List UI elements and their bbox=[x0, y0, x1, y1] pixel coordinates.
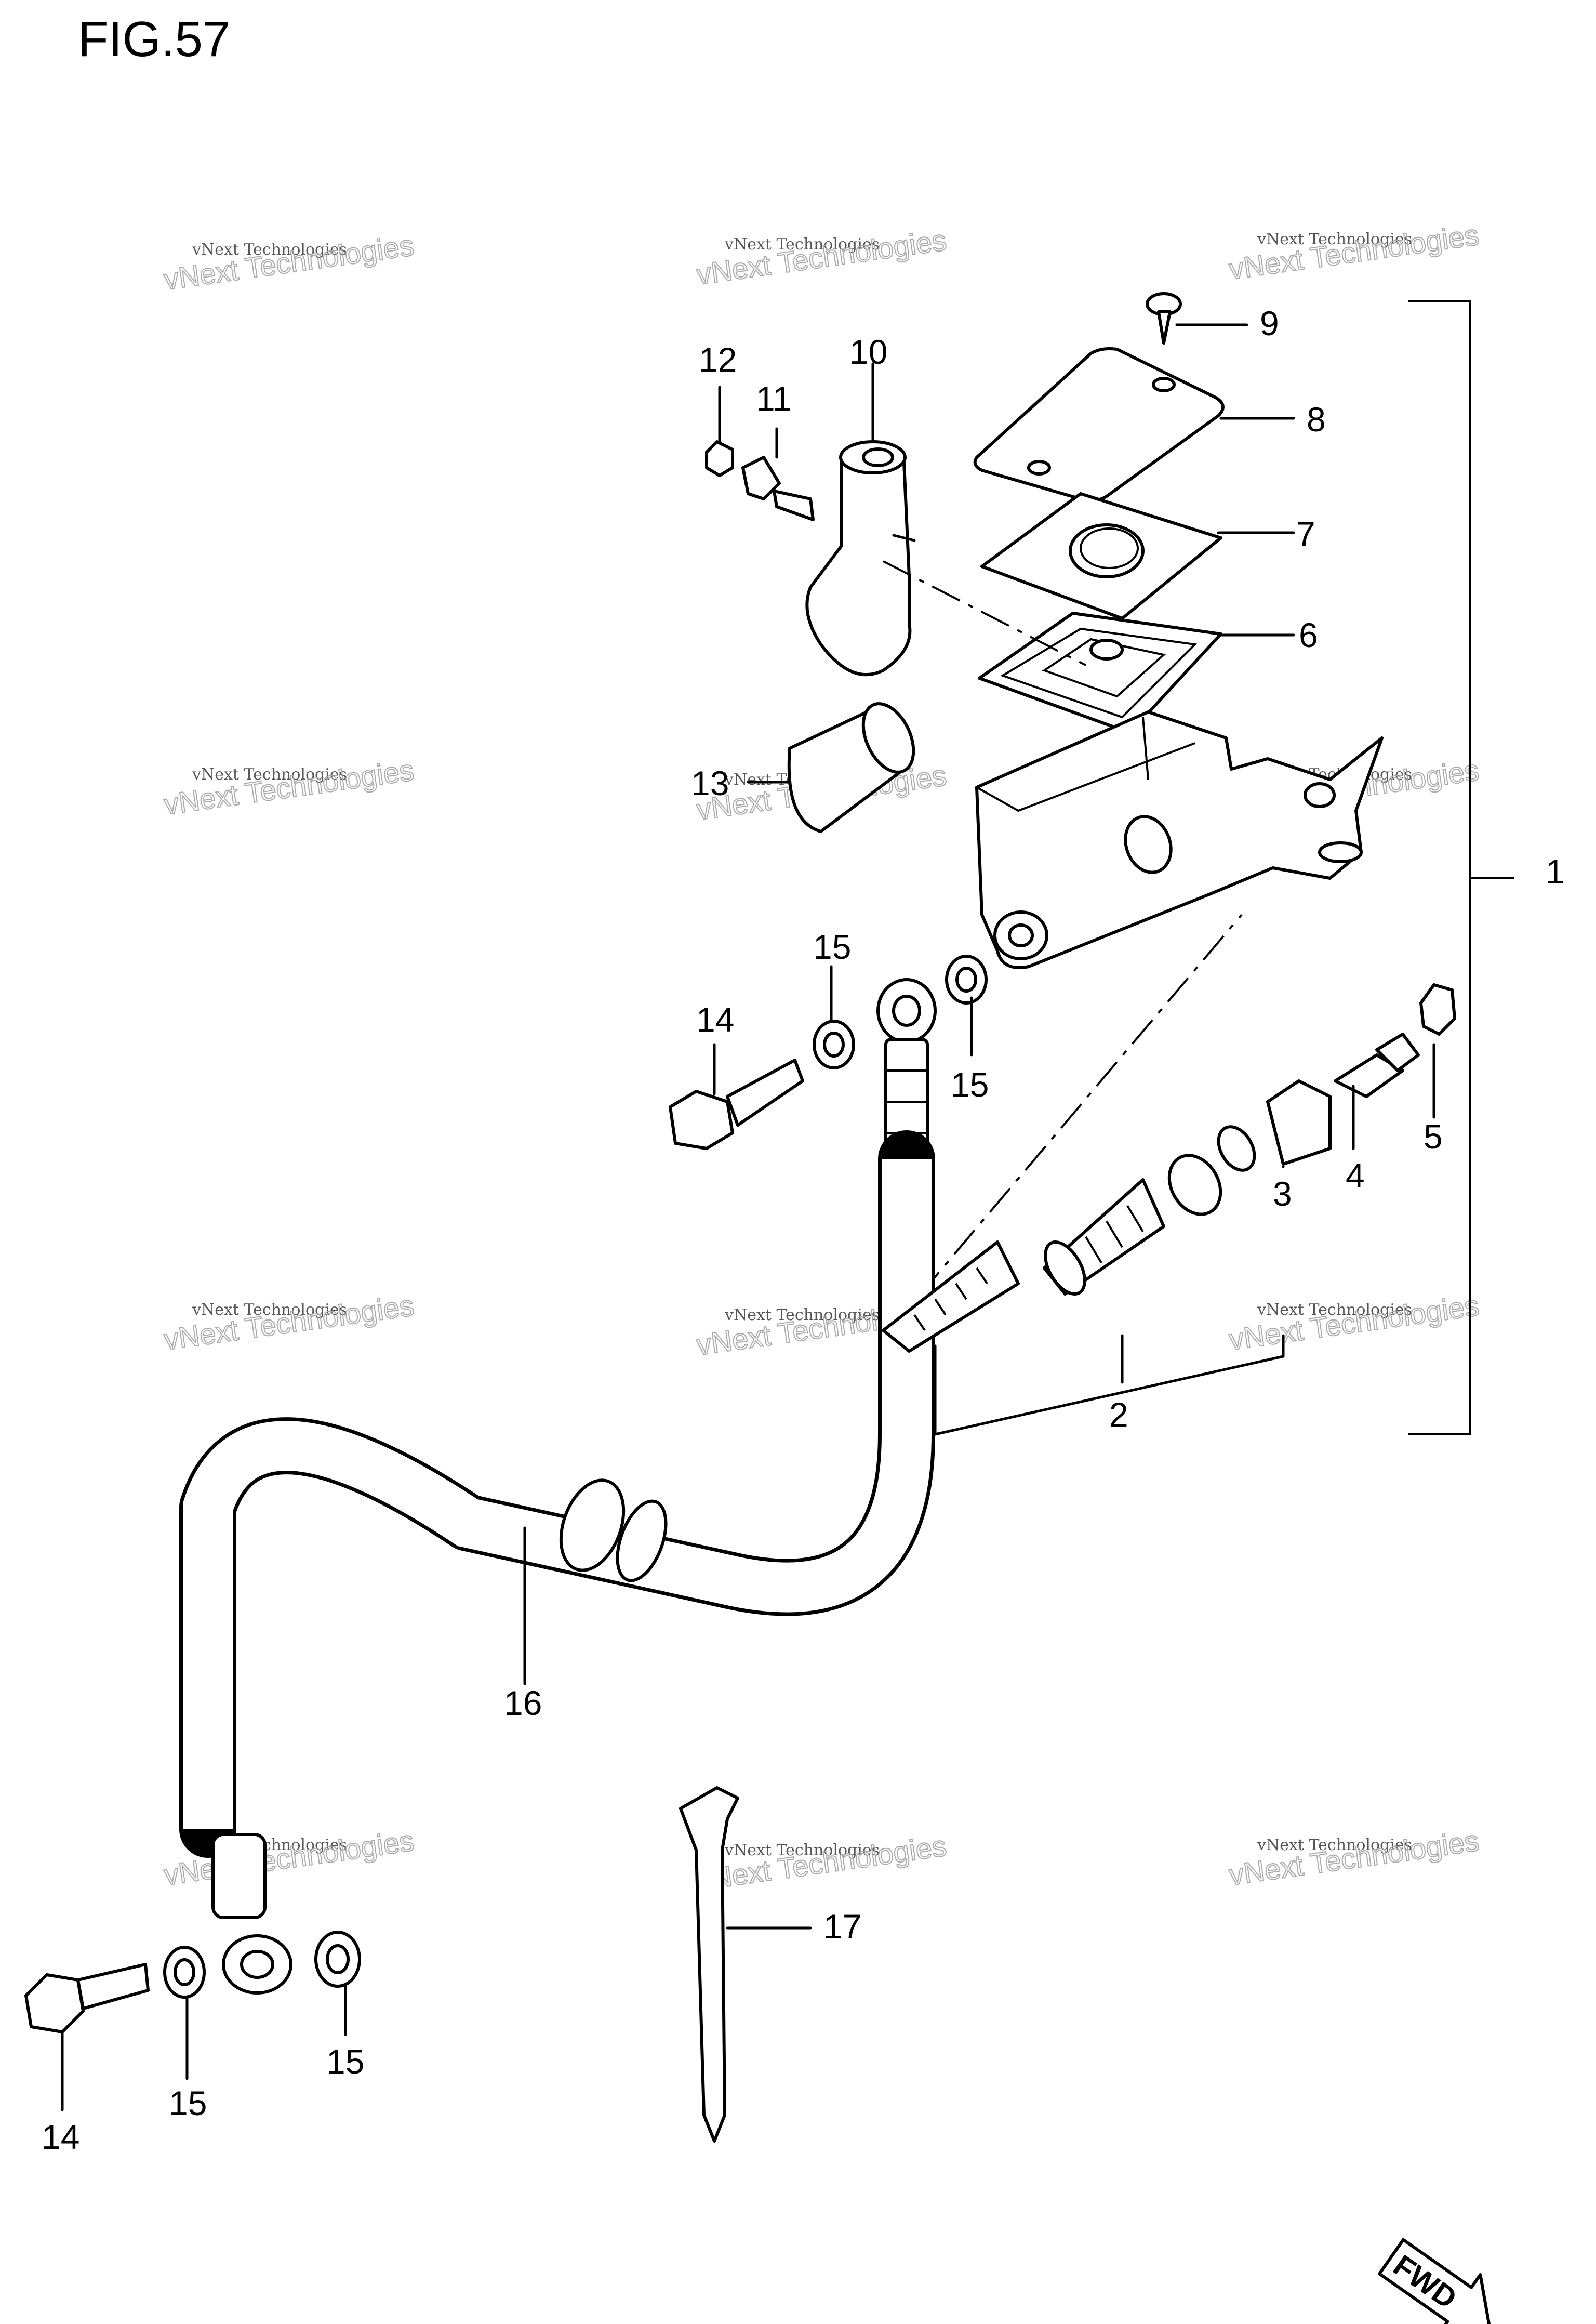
sleeve-part-13 bbox=[747, 702, 915, 833]
watermark: vNext Technologies vNext Technologies bbox=[1227, 1288, 1482, 1357]
svg-text:vNext Technologies: vNext Technologies bbox=[1227, 218, 1481, 286]
svg-text:vNext Technologies: vNext Technologies bbox=[695, 1829, 949, 1897]
svg-text:vNext Technologies: vNext Technologies bbox=[162, 754, 416, 821]
svg-text:vNext Technologies: vNext Technologies bbox=[192, 765, 347, 784]
svg-text:vNext Technologies: vNext Technologies bbox=[192, 1301, 347, 1319]
svg-text:vNext Technologies: vNext Technologies bbox=[1257, 1301, 1412, 1319]
svg-text:vNext Technologies: vNext Technologies bbox=[1227, 1289, 1481, 1356]
watermark: vNext Technologies vNext Technologies bbox=[162, 753, 417, 822]
fwd-direction-badge: FWD bbox=[1378, 2238, 1491, 2324]
callout-14-upper: 14 bbox=[696, 1000, 734, 1039]
screw-part-9 bbox=[1146, 292, 1248, 345]
watermark: vNext Technologies vNext Technologies bbox=[162, 1288, 417, 1357]
callout-6: 6 bbox=[1299, 616, 1318, 654]
svg-text:vNext Technologies: vNext Technologies bbox=[162, 229, 416, 296]
svg-text:vNext Technologies: vNext Technologies bbox=[1257, 1836, 1412, 1854]
bolt-part-11 bbox=[741, 427, 815, 521]
figure-title: FIG.57 bbox=[78, 11, 230, 67]
callout-2: 2 bbox=[1109, 1395, 1128, 1434]
callout-3: 3 bbox=[1273, 1174, 1292, 1213]
union-bolt-part-14 bbox=[669, 1043, 804, 1150]
clamp-holder-part-10 bbox=[805, 362, 916, 677]
watermark: vNext Technologies vNext Technologies bbox=[162, 228, 417, 297]
assembly-bracket bbox=[1408, 300, 1471, 1435]
callout-4: 4 bbox=[1346, 1156, 1365, 1195]
callout-8: 8 bbox=[1307, 400, 1326, 439]
cable-tie-part-17 bbox=[679, 1786, 812, 2143]
union-bolt-part-14 bbox=[24, 1963, 150, 2111]
assembly-centerline bbox=[882, 914, 1243, 1339]
watermark: vNext Technologies vNext Technologies bbox=[694, 223, 949, 292]
callout-15-a: 15 bbox=[813, 928, 851, 966]
plate-part-7 bbox=[980, 492, 1295, 620]
callout-5: 5 bbox=[1424, 1117, 1443, 1156]
piston-spring-part-2 bbox=[882, 1178, 1285, 1436]
boot-part-5 bbox=[1419, 983, 1456, 1119]
diaphragm-part-6 bbox=[978, 612, 1295, 734]
callout-15-b: 15 bbox=[951, 1065, 989, 1104]
hose-fitting-lower bbox=[211, 1833, 292, 1995]
callout-12: 12 bbox=[699, 340, 737, 379]
watermark: vNext Technologies vNext Technologies bbox=[694, 1829, 949, 1897]
callout-15-d: 15 bbox=[326, 2042, 364, 2081]
callout-11: 11 bbox=[756, 379, 792, 418]
svg-text:vNext Technologies: vNext Technologies bbox=[162, 1289, 416, 1356]
svg-text:vNext Technologies: vNext Technologies bbox=[724, 1306, 880, 1324]
svg-text:vNext Technologies: vNext Technologies bbox=[724, 235, 880, 254]
callout-10: 10 bbox=[849, 333, 887, 371]
callout-15-c: 15 bbox=[169, 2084, 207, 2122]
master-cylinder-body bbox=[975, 710, 1384, 969]
washer-part-15 bbox=[813, 965, 855, 1069]
callout-labels: 1 2 3 4 5 6 7 8 9 10 11 12 13 14 14 15 1… bbox=[42, 304, 1565, 2156]
svg-text:vNext Technologies: vNext Technologies bbox=[695, 223, 949, 291]
svg-text:vNext Technologies: vNext Technologies bbox=[1257, 230, 1412, 248]
washer-part-15 bbox=[945, 955, 988, 1057]
watermark: vNext Technologies vNext Technologies bbox=[1227, 1824, 1482, 1892]
reservoir-cap-part-8 bbox=[973, 347, 1295, 503]
hose-fitting-upper bbox=[876, 978, 937, 1160]
callout-17: 17 bbox=[823, 1907, 861, 1946]
watermark: vNext Technologies vNext Technologies bbox=[1227, 218, 1482, 286]
callout-9: 9 bbox=[1260, 304, 1279, 342]
callout-1: 1 bbox=[1546, 852, 1565, 891]
callout-7: 7 bbox=[1296, 514, 1315, 553]
callout-16: 16 bbox=[504, 1684, 542, 1722]
clutch-hose-part-16 bbox=[179, 1130, 935, 1858]
alignment-dashline bbox=[883, 560, 1086, 666]
washer-part-15 bbox=[163, 1946, 206, 2080]
washer-part-15 bbox=[314, 1931, 361, 2036]
callout-13: 13 bbox=[691, 764, 729, 802]
svg-text:vNext Technologies: vNext Technologies bbox=[724, 1841, 880, 1859]
push-rod-part-4 bbox=[1334, 1033, 1420, 1150]
svg-text:vNext Technologies: vNext Technologies bbox=[1227, 1824, 1481, 1892]
callout-14-lower: 14 bbox=[42, 2118, 79, 2156]
svg-text:vNext Technologies: vNext Technologies bbox=[192, 241, 347, 259]
piston-cup-part-3 bbox=[1167, 1079, 1332, 1216]
cap-part-12 bbox=[705, 386, 734, 477]
